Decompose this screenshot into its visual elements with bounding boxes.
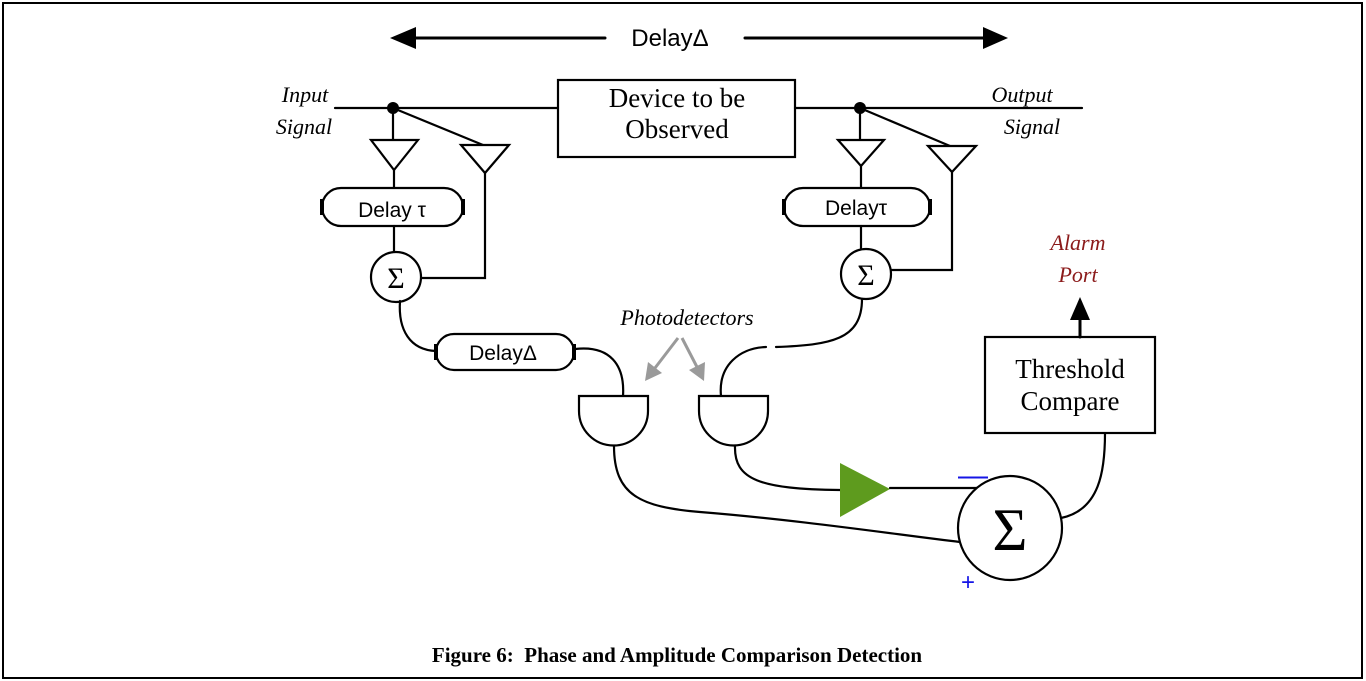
left-diagonal-tap	[391, 106, 485, 147]
threshold-label-line2: Compare	[1021, 386, 1120, 416]
right-delay-tau-label: Delayτ	[825, 197, 888, 220]
alarm-label-line1: Alarm	[1049, 230, 1106, 255]
plus-sign: +	[961, 569, 975, 596]
left-splitter-1	[368, 138, 421, 172]
right-diagonal-tap	[858, 106, 952, 148]
device-label-line2: Observed	[625, 114, 729, 144]
right-splitter-2	[925, 144, 979, 174]
left-delay-tau-label: Delay τ	[358, 199, 427, 222]
output-label-line1: Output	[991, 82, 1053, 107]
alarm-arrow-head	[1070, 297, 1090, 320]
sum-to-threshold-line	[1059, 431, 1107, 520]
photodetector-pointer-right-shaft	[680, 337, 699, 368]
amplifier-triangle	[840, 463, 890, 517]
main-sum-symbol: Σ	[993, 497, 1028, 563]
left-bypass-line	[419, 171, 487, 280]
right-sum-symbol: Σ	[857, 259, 874, 292]
top-delay-label: DelayΔ	[631, 25, 708, 52]
input-label-line2: Signal	[276, 114, 332, 139]
left-sum-symbol: Σ	[387, 262, 404, 295]
photodetector-pointer-left-head	[645, 362, 662, 381]
photodetector-pointer-right-head	[689, 362, 705, 381]
left-sum-circle	[369, 250, 423, 304]
device-box	[556, 78, 797, 159]
main-sum-circle	[956, 474, 1064, 582]
minus-sign: —	[958, 459, 988, 492]
delta-to-left-detector	[573, 347, 625, 398]
right-photodetector	[697, 394, 770, 447]
right-sum-circle	[839, 247, 893, 301]
gap-to-right-detector	[719, 345, 768, 398]
alarm-label-line2: Port	[1057, 262, 1098, 287]
right-bypass-line	[889, 170, 954, 272]
left-splitter-2	[458, 143, 512, 175]
device-label-line1: Device to be	[609, 83, 745, 113]
left-sum-to-delta	[398, 299, 438, 353]
left-photodetector	[577, 394, 650, 447]
top-arrow-right-head	[983, 27, 1008, 49]
threshold-compare-box	[983, 335, 1157, 435]
photodetectors-label: Photodetectors	[619, 305, 753, 330]
right-sum-to-gap	[774, 297, 864, 349]
photodetector-pointer-left-shaft	[653, 337, 680, 369]
output-label-line2: Signal	[1004, 114, 1060, 139]
delay-delta-label: DelayΔ	[469, 342, 537, 365]
right-detector-output-line	[733, 444, 842, 492]
threshold-label-line1: Threshold	[1015, 354, 1125, 384]
right-splitter-1	[835, 138, 887, 168]
top-arrow-left-head	[390, 27, 416, 49]
left-detector-output-line	[612, 444, 962, 544]
input-label-line1: Input	[281, 82, 329, 107]
figure-caption: Figure 6: Phase and Amplitude Comparison…	[432, 643, 923, 667]
